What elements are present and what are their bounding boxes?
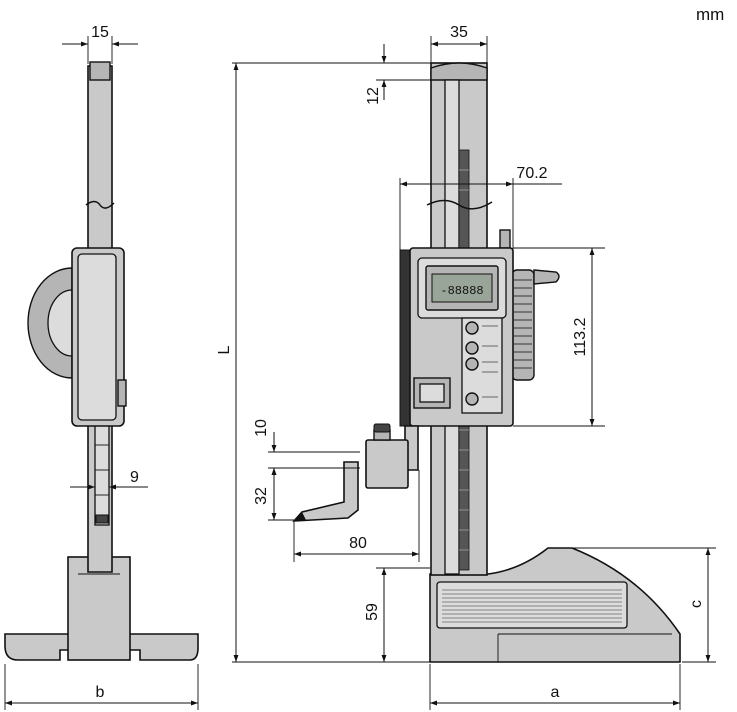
dim-beam-width: 35 [450, 24, 468, 41]
dim-scriber-thickness: 10 [253, 419, 270, 437]
front-view: -88888 [292, 62, 681, 663]
side-view [4, 61, 199, 661]
dim-overall-height: L [216, 345, 233, 354]
dim-side-beam-width: 15 [91, 24, 109, 41]
dim-slider-height: 113.2 [572, 317, 589, 356]
dim-base-rear-height: c [688, 600, 705, 608]
dim-beam-top-offset: 12 [365, 87, 382, 105]
dim-slider-depth: 70.2 [516, 165, 547, 182]
display-readout: -88888 [440, 284, 483, 298]
dim-scriber-offset: 32 [253, 487, 270, 505]
unit-label: mm [696, 5, 724, 24]
dim-side-scriber-thickness: 9 [130, 469, 139, 486]
dim-base-height: 59 [364, 603, 381, 621]
dim-base-length: a [551, 684, 560, 701]
dim-scriber-reach: 80 [349, 535, 367, 552]
dim-side-base-width: b [96, 684, 105, 701]
